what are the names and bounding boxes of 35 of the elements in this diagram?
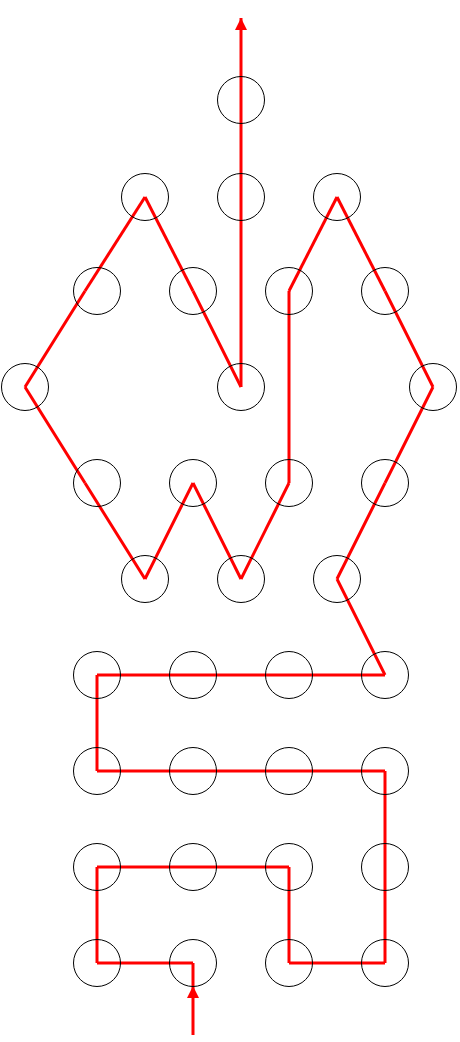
path-line [193,673,289,677]
path-line [191,290,243,388]
path-line [191,482,243,580]
path-line [287,196,339,292]
path-line [97,769,193,773]
path-line [83,482,147,580]
path-line [239,197,243,387]
path-line [383,290,435,388]
path-line [383,771,387,867]
path-line [97,865,193,869]
path-line [193,865,289,869]
path-line [289,961,385,965]
path-line [95,867,99,963]
path-line [193,769,289,773]
arrow [235,18,247,100]
path-line [289,769,385,773]
path-line [143,482,195,580]
path-line [143,196,195,292]
path-line [383,386,435,484]
path-line [287,291,291,483]
path-line [23,386,87,484]
path-line [289,673,385,677]
path-line [239,482,291,580]
path-line [239,100,243,197]
path-line [335,196,387,292]
path-line [97,673,193,677]
path-line [95,675,99,771]
path-line [23,290,87,388]
path-line [383,867,387,963]
path-line [335,482,387,580]
path-line [83,196,147,292]
path-line [287,867,291,963]
path-line [97,961,193,965]
arrow [187,961,199,1037]
path-line [335,578,387,676]
